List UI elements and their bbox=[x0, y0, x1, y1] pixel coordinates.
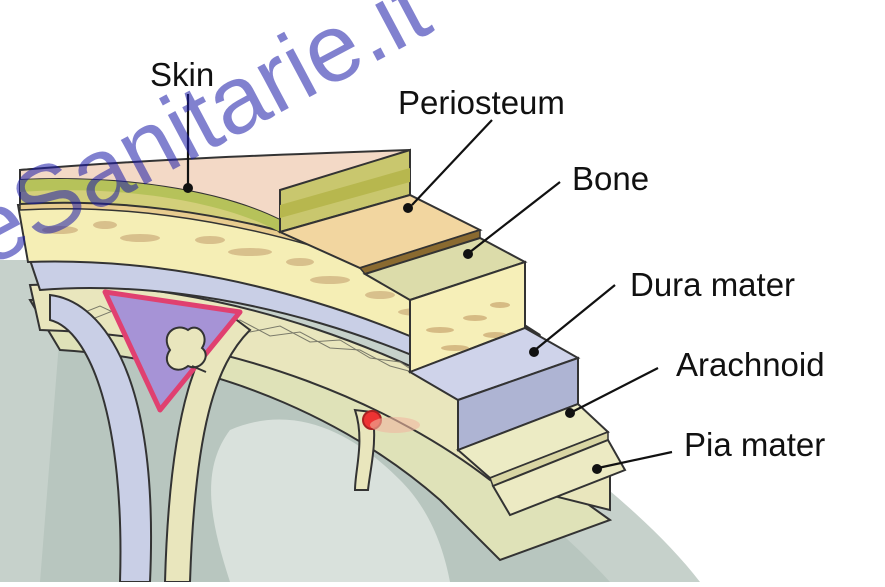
vessel-glow bbox=[370, 417, 420, 433]
label-arachnoid: Arachnoid bbox=[676, 346, 825, 383]
dura-leader bbox=[535, 285, 615, 350]
label-bone: Bone bbox=[572, 160, 649, 197]
label-periosteum: Periosteum bbox=[398, 84, 565, 121]
label-pia-mater: Pia mater bbox=[684, 426, 825, 463]
bone-leader bbox=[470, 182, 560, 252]
periosteum-leader bbox=[412, 120, 492, 205]
arachnoid-leader bbox=[572, 368, 658, 412]
arachnoid-granulation bbox=[167, 328, 206, 370]
label-dura-mater: Dura mater bbox=[630, 266, 795, 303]
